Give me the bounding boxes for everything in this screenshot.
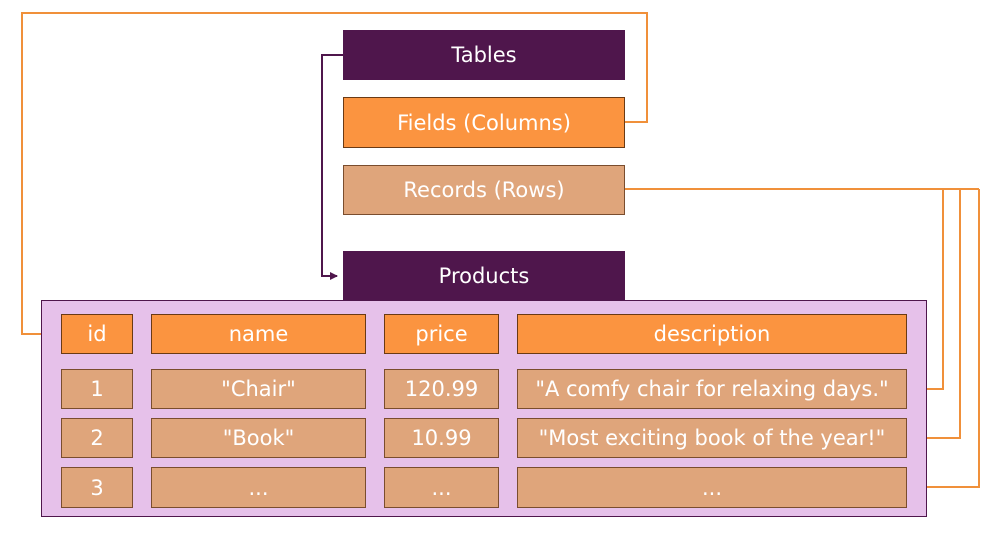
table-cell: "Book" — [151, 418, 366, 458]
records-label: Records (Rows) — [403, 178, 565, 202]
table-cell: ... — [517, 467, 907, 508]
table-cell: 10.99 — [384, 418, 499, 458]
table-cell: "Chair" — [151, 369, 366, 409]
table-cell: 3 — [61, 467, 133, 508]
fields-box: Fields (Columns) — [343, 97, 625, 148]
records-box: Records (Rows) — [343, 165, 625, 215]
column-header-description: description — [517, 314, 907, 354]
column-header-price: price — [384, 314, 499, 354]
table-cell: 2 — [61, 418, 133, 458]
column-header-name: name — [151, 314, 366, 354]
table-cell: 120.99 — [384, 369, 499, 409]
records-connector-row-3 — [912, 189, 980, 491]
tables-label: Tables — [451, 43, 517, 67]
tables-box: Tables — [343, 30, 625, 80]
table-cell: 1 — [61, 369, 133, 409]
fields-label: Fields (Columns) — [397, 110, 571, 135]
table-name-label: Products — [438, 264, 530, 288]
records-connector-row-2 — [912, 189, 961, 442]
tables-connector — [321, 54, 343, 280]
table-cell: "Most exciting book of the year!" — [517, 418, 907, 458]
column-header-id: id — [61, 314, 133, 354]
table-name-box: Products — [343, 251, 625, 301]
fields-connector — [21, 12, 648, 338]
table-cell: ... — [151, 467, 366, 508]
table-cell: ... — [384, 467, 499, 508]
table-cell: "A comfy chair for relaxing days." — [517, 369, 907, 409]
